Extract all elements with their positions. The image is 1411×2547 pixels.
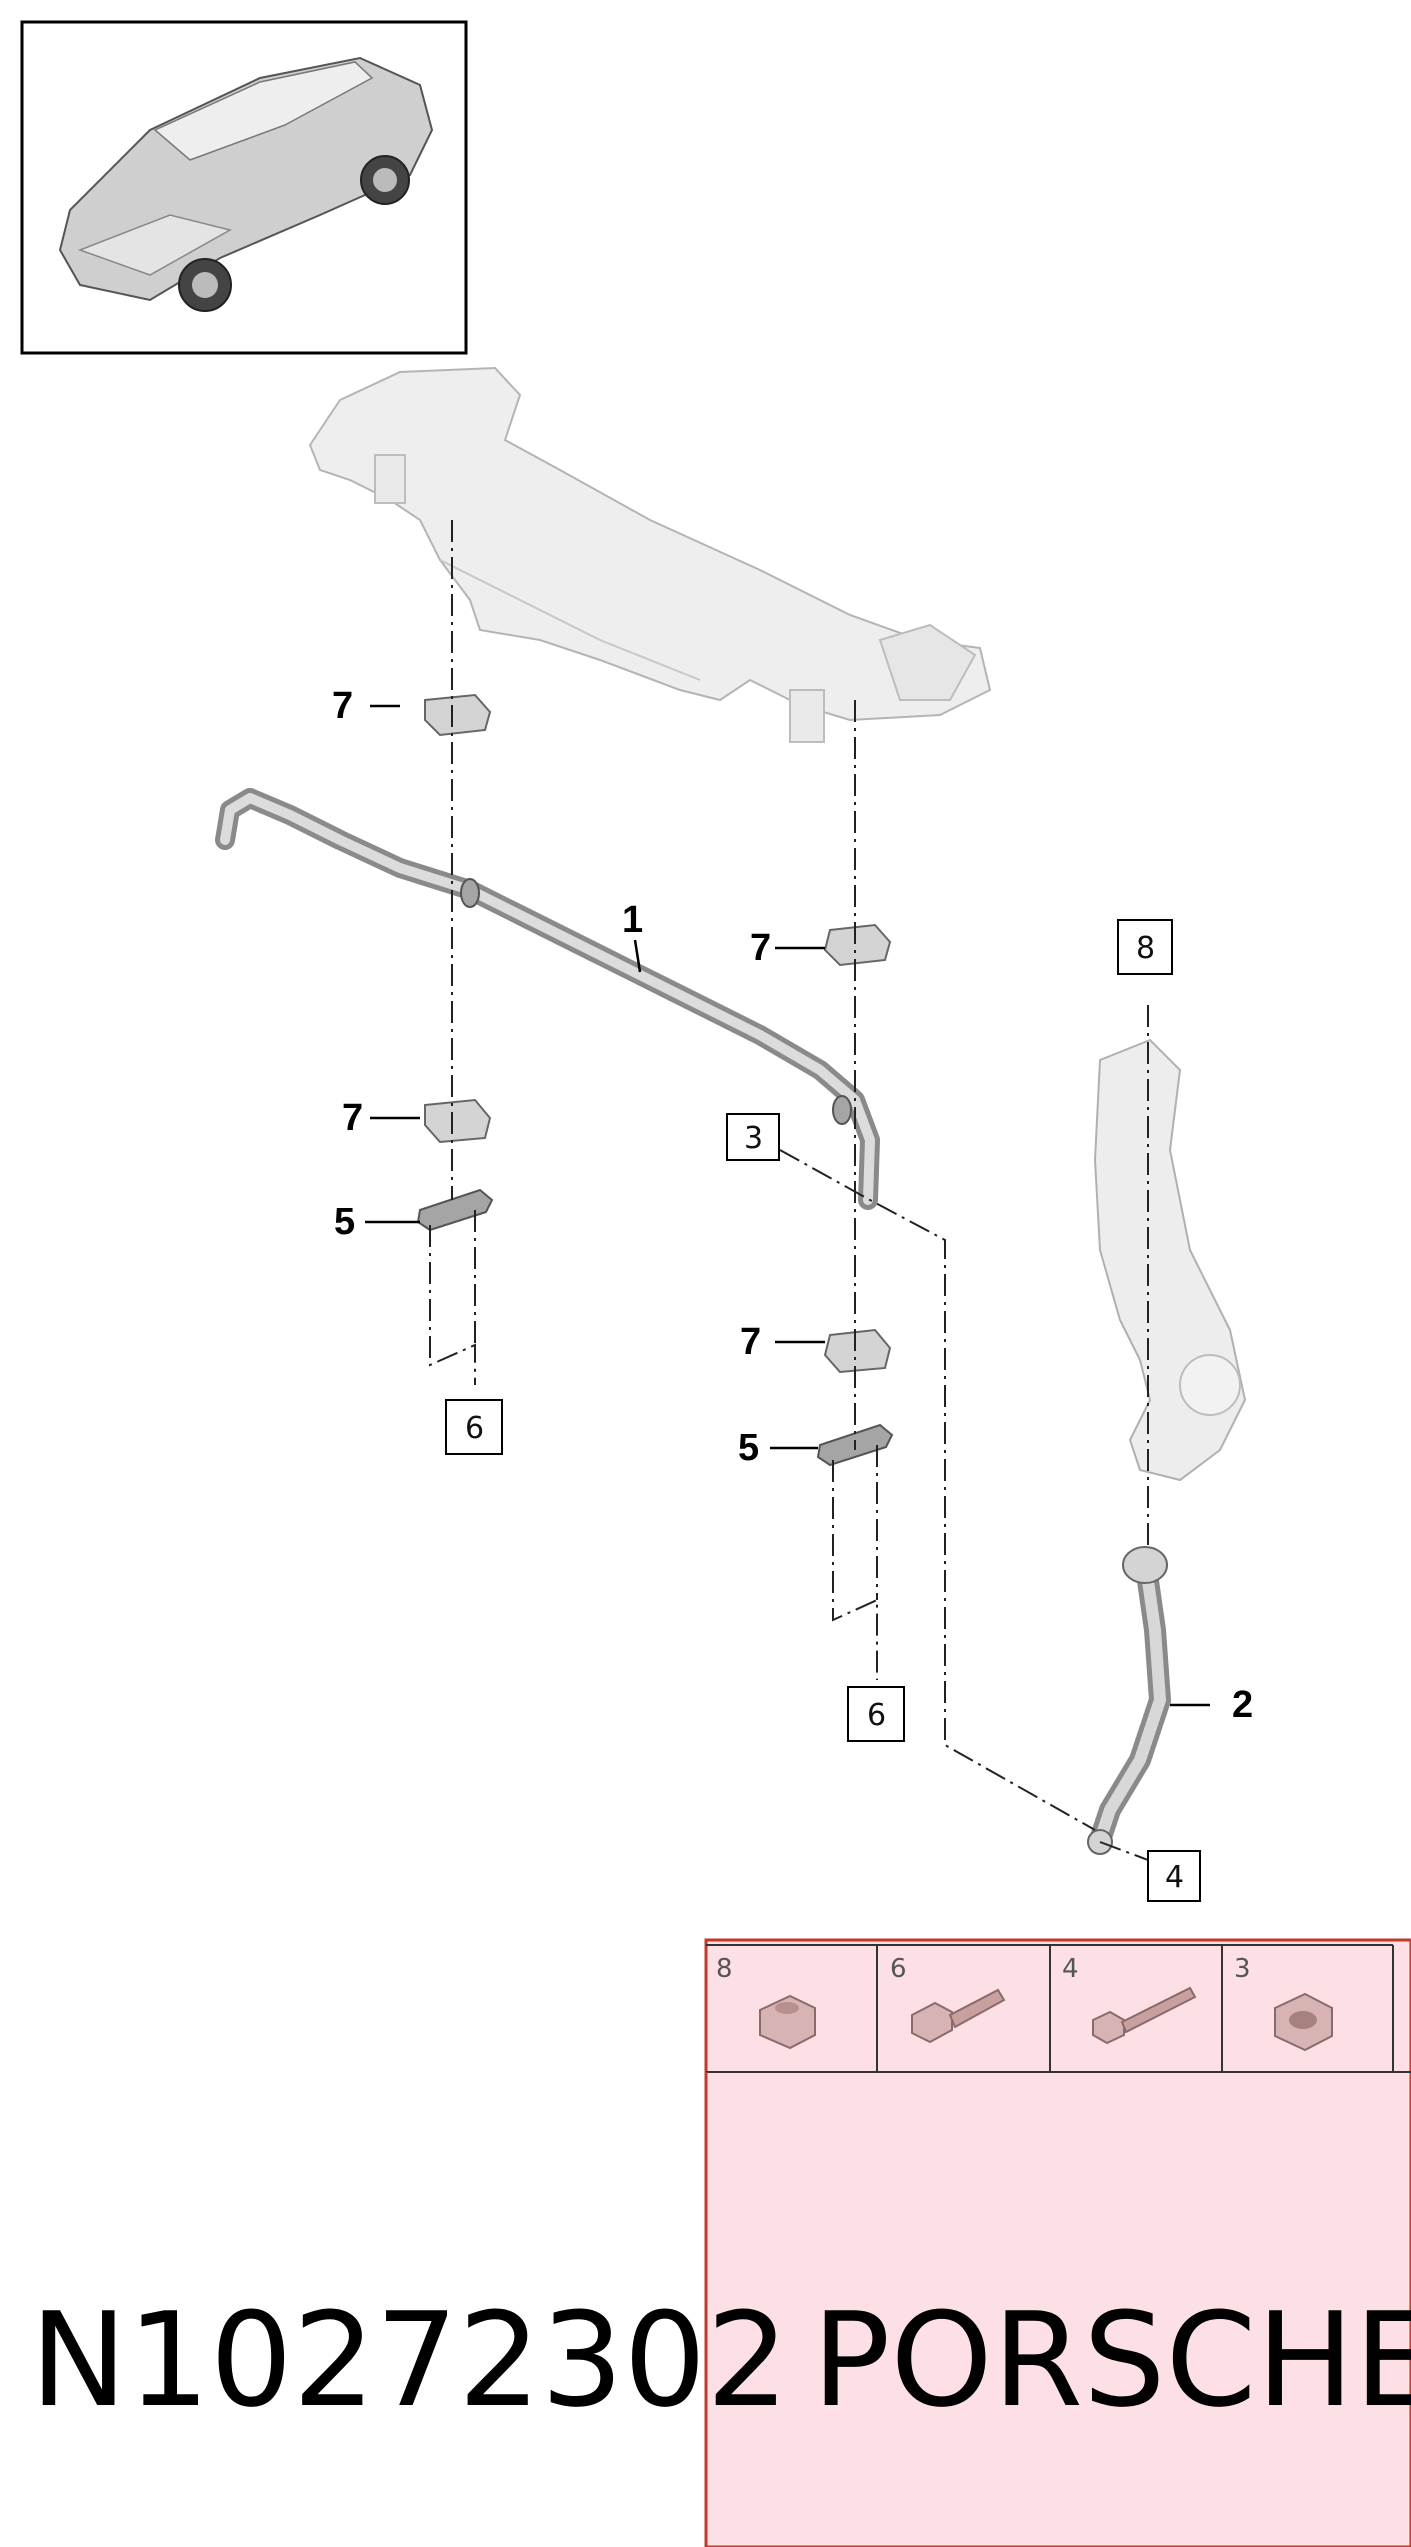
rubber-mount-upper-left	[424, 693, 492, 737]
hardware-cell-3: 4	[1062, 1954, 1197, 2045]
boxed-ref-6-left: 6	[445, 1399, 503, 1455]
hardware-cell-2: 6	[890, 1954, 1006, 2044]
rubber-mount-lower-left	[424, 1098, 492, 1144]
callout-5-left: 5	[334, 1201, 355, 1243]
rubber-mount-lower-right	[823, 1328, 892, 1374]
callout-5-right: 5	[738, 1427, 759, 1469]
svg-text:8: 8	[1136, 931, 1155, 966]
coupling-rod	[1087, 1546, 1172, 1855]
stabilizer-bar	[215, 788, 880, 1210]
short-bolt-icon	[911, 1988, 1006, 2044]
svg-text:6: 6	[867, 1698, 886, 1733]
clamp-left	[416, 1188, 494, 1232]
callout-7-lower-left: 7	[342, 1097, 363, 1139]
drawing-number: N10272302	[30, 2284, 789, 2436]
svg-text:6: 6	[465, 1411, 484, 1446]
svg-text:8: 8	[716, 1954, 733, 1984]
assembly-lines	[429, 520, 1149, 1861]
svg-text:6: 6	[890, 1954, 907, 1984]
callout-7-upper-left: 7	[332, 685, 353, 727]
hardware-cell-4: 3	[1234, 1954, 1333, 2052]
long-bolt-icon	[1092, 1986, 1197, 2045]
brand-name: PORSCHE	[812, 2284, 1411, 2436]
hex-nut-icon	[1274, 1992, 1333, 2052]
boxed-ref-8: 8	[1117, 919, 1173, 975]
car-icon	[58, 56, 434, 312]
leader-lines	[365, 704, 1210, 1707]
wheel-carrier	[1093, 1038, 1247, 1482]
svg-text:4: 4	[1165, 1860, 1184, 1895]
svg-text:4: 4	[1062, 1954, 1079, 1984]
hardware-cell-1: 8	[716, 1954, 816, 2050]
callout-1: 1	[622, 899, 643, 941]
svg-text:3: 3	[1234, 1954, 1251, 1984]
boxed-ref-6-right: 6	[847, 1686, 905, 1742]
callout-7-upper-right: 7	[750, 927, 771, 969]
boxed-ref-4: 4	[1147, 1850, 1201, 1902]
flange-nut-icon	[759, 1994, 816, 2050]
svg-text:3: 3	[744, 1121, 763, 1156]
boxed-ref-3: 3	[726, 1113, 780, 1161]
rubber-mount-upper-right	[823, 923, 892, 967]
callout-7-lower-right: 7	[740, 1321, 761, 1363]
vehicle-thumbnail	[20, 20, 468, 355]
subframe	[308, 366, 992, 743]
callout-2: 2	[1232, 1684, 1253, 1726]
